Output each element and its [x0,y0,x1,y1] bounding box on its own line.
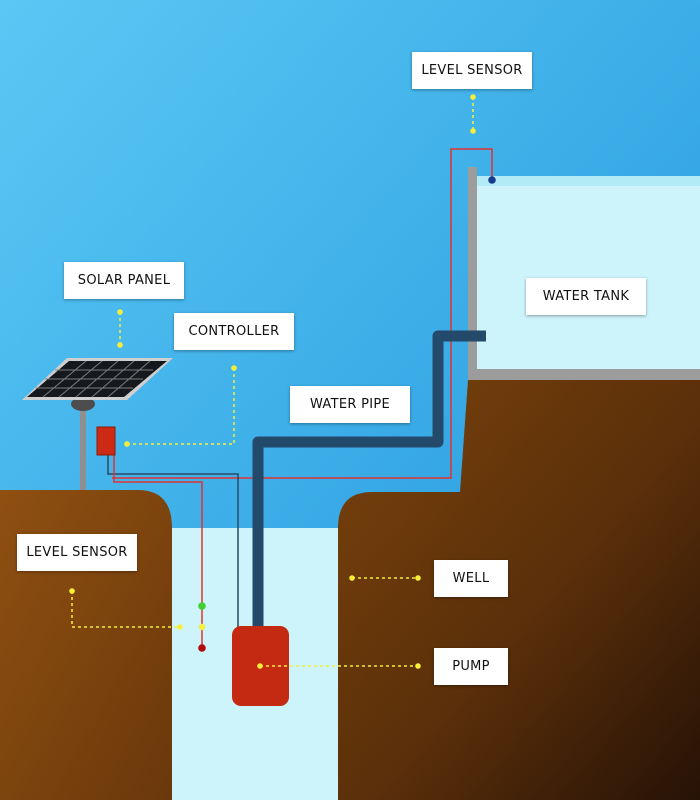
water-pipe [252,330,486,630]
leader-lines [71,97,474,667]
label-water-tank: WATER TANK [526,278,646,315]
label-well: WELL [434,560,508,597]
label-level-sensor-top: LEVEL SENSOR [412,52,532,89]
panel-pole [80,405,86,490]
leader-dots [69,94,476,669]
label-pump: PUMP [434,648,508,685]
right-ground [338,380,700,800]
controller-wires [107,148,493,648]
pump-wire [107,455,239,628]
tank-level-sensor-dot [488,176,496,184]
well-sensor-high-dot [198,602,206,610]
label-solar-panel: SOLAR PANEL [64,262,184,299]
solar-panel-icon [22,358,173,400]
well-sensor-mid-dot [198,623,206,631]
tank-sensor-wire [112,148,493,479]
panel-mount [71,397,95,411]
label-level-sensor-left: LEVEL SENSOR [17,534,137,571]
water-tank-icon [468,167,700,380]
label-water-pipe: WATER PIPE [290,386,410,423]
label-controller: CONTROLLER [174,313,294,350]
well-sensor-wire [113,455,203,648]
well-sensor-low-dot [198,644,206,652]
controller-box-icon [96,426,116,456]
